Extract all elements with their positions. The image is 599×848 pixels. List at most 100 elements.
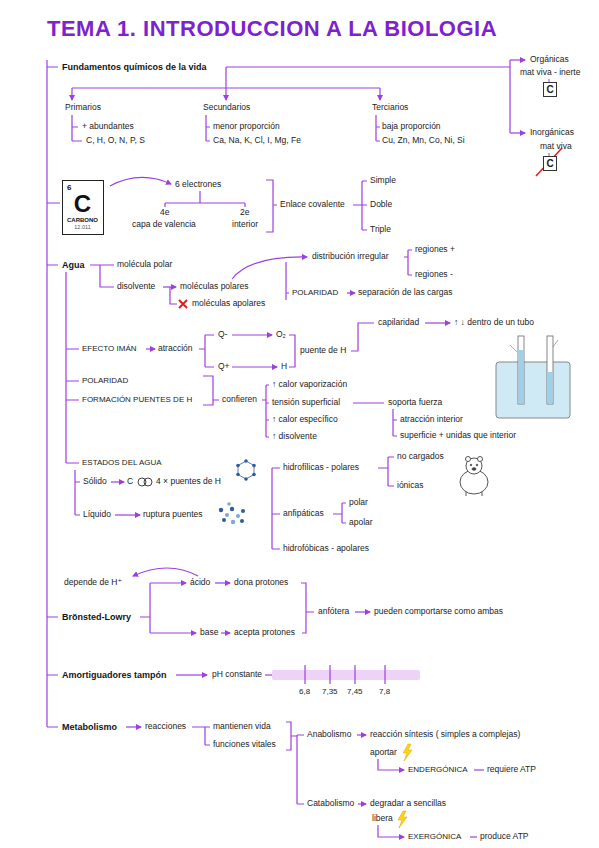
drawing-part (472, 468, 476, 470)
drawing-part (170, 287, 177, 304)
drawing-part (144, 478, 152, 486)
map-text: iónicas (397, 481, 423, 491)
drawing-part (347, 292, 355, 293)
map-text: disolvente (117, 282, 155, 292)
title: TEMA 1. INTRODUCCION A LA BIOLOGIA (47, 16, 497, 42)
map-text: + abundantes (82, 122, 134, 132)
molecule-cluster (219, 502, 245, 524)
drawing-part (126, 726, 141, 727)
map-text: capa de valencia (132, 220, 196, 230)
drawing-part (466, 492, 482, 496)
map-text: mat viva (540, 142, 572, 152)
map-text: capilaridad (378, 318, 419, 328)
drawing-part (425, 322, 450, 323)
drawing-part (192, 727, 210, 745)
map-text: atracción (158, 344, 193, 354)
map-text: libera (372, 814, 393, 824)
drawing-part (66, 272, 79, 463)
caps-text: ENDERGÓNICA (408, 765, 468, 774)
map-text: C (127, 477, 133, 487)
map-text: H (281, 362, 287, 372)
drawing-part (203, 376, 269, 437)
map-text: 4e (160, 208, 169, 218)
map-text: Cu, Zn, Mn, Co, Ni, Si (382, 136, 465, 146)
map-text: atracción interior (400, 415, 463, 425)
drawing-part (518, 336, 524, 404)
drawing-part (232, 334, 272, 335)
drawing-part (265, 674, 272, 675)
capillarity-beaker (496, 336, 570, 418)
drawing-part (241, 509, 245, 513)
map-text: tensión superficial (272, 398, 340, 408)
red-cross (179, 300, 187, 308)
map-text: dona protones (234, 578, 288, 588)
drawing-part (286, 262, 289, 300)
drawing-part (236, 464, 240, 468)
map-text: C, H, O, N, P, S (86, 136, 145, 146)
caps-text: POLARIDAD (292, 288, 338, 297)
map-text: 2e (240, 208, 249, 218)
section-heading: Brönsted-Lowry (62, 612, 131, 622)
map-text: Orgánicas (530, 55, 569, 65)
map-text: puente de H (300, 346, 346, 356)
drawing-part (519, 350, 524, 404)
drawing-part (232, 257, 307, 279)
drawing-part (404, 250, 412, 275)
drawing-part (470, 464, 472, 466)
map-text: requiere ATP (487, 765, 536, 775)
ph-scale (272, 665, 420, 684)
map-text: menor proporción (213, 122, 280, 132)
element-icon: C (543, 82, 557, 97)
caps-text: FORMACIÓN PUENTES DE H (82, 395, 192, 404)
caps-text: POLARIDAD (82, 376, 128, 385)
map-text: Líquido (83, 510, 111, 520)
drawing-part (474, 769, 484, 770)
drawing-part (225, 88, 226, 100)
map-text: 4 × puentes de H (156, 477, 221, 487)
map-text: separación de las cargas (358, 288, 453, 298)
map-text: soporta fuerza (388, 398, 442, 408)
drawing-part (150, 632, 196, 633)
map-text: confieren (222, 395, 257, 405)
map-text: baja proporción (382, 122, 441, 132)
map-text: acepta protones (234, 628, 295, 638)
drawing-part (238, 461, 254, 479)
drawing-part (355, 611, 370, 612)
drawing-part (266, 180, 367, 232)
map-text: anfipáticas (283, 509, 324, 519)
map-text: O₂ (276, 330, 286, 340)
drawing-part (357, 734, 366, 735)
drawing-part (358, 803, 366, 804)
map-text: Primarios (65, 103, 101, 113)
map-text: moléculas apolares (192, 299, 265, 309)
drawing-part (403, 744, 412, 761)
map-text: Anabolismo (307, 730, 351, 740)
drawing-part (236, 473, 240, 477)
drawing-part (547, 336, 553, 404)
ph-value: 7,35 (322, 687, 338, 696)
drawing-part (244, 477, 248, 481)
map-text: Catabolismo (307, 799, 354, 809)
map-text: mat viva - inerte (520, 68, 580, 78)
drawing-part (133, 568, 198, 576)
drawing-part (75, 470, 80, 515)
caps-text: ESTADOS DEL AGUA (82, 458, 162, 467)
drawing-part (252, 464, 256, 468)
drawing-part (272, 670, 420, 680)
drawing-part (222, 518, 226, 522)
section-heading: Fundamentos químicos de la vida (62, 62, 207, 72)
section-heading: Amortiguadores tampón (62, 670, 167, 680)
ph-value: 7,8 (379, 687, 390, 696)
map-text: ↑ ↓ dentro de un tubo (454, 318, 534, 328)
drawing-part (111, 481, 124, 482)
drawing-part (272, 468, 280, 549)
map-text: Enlace covalente (280, 200, 345, 210)
drawing-part (466, 457, 471, 462)
map-text: distribución irregular (312, 252, 389, 262)
drawing-part (140, 583, 150, 633)
drawing-part (476, 464, 478, 466)
map-text: depende de H⁺ (64, 578, 122, 588)
drawing-part (286, 722, 304, 804)
drawing-part (301, 583, 314, 633)
drawing-part (221, 632, 230, 633)
